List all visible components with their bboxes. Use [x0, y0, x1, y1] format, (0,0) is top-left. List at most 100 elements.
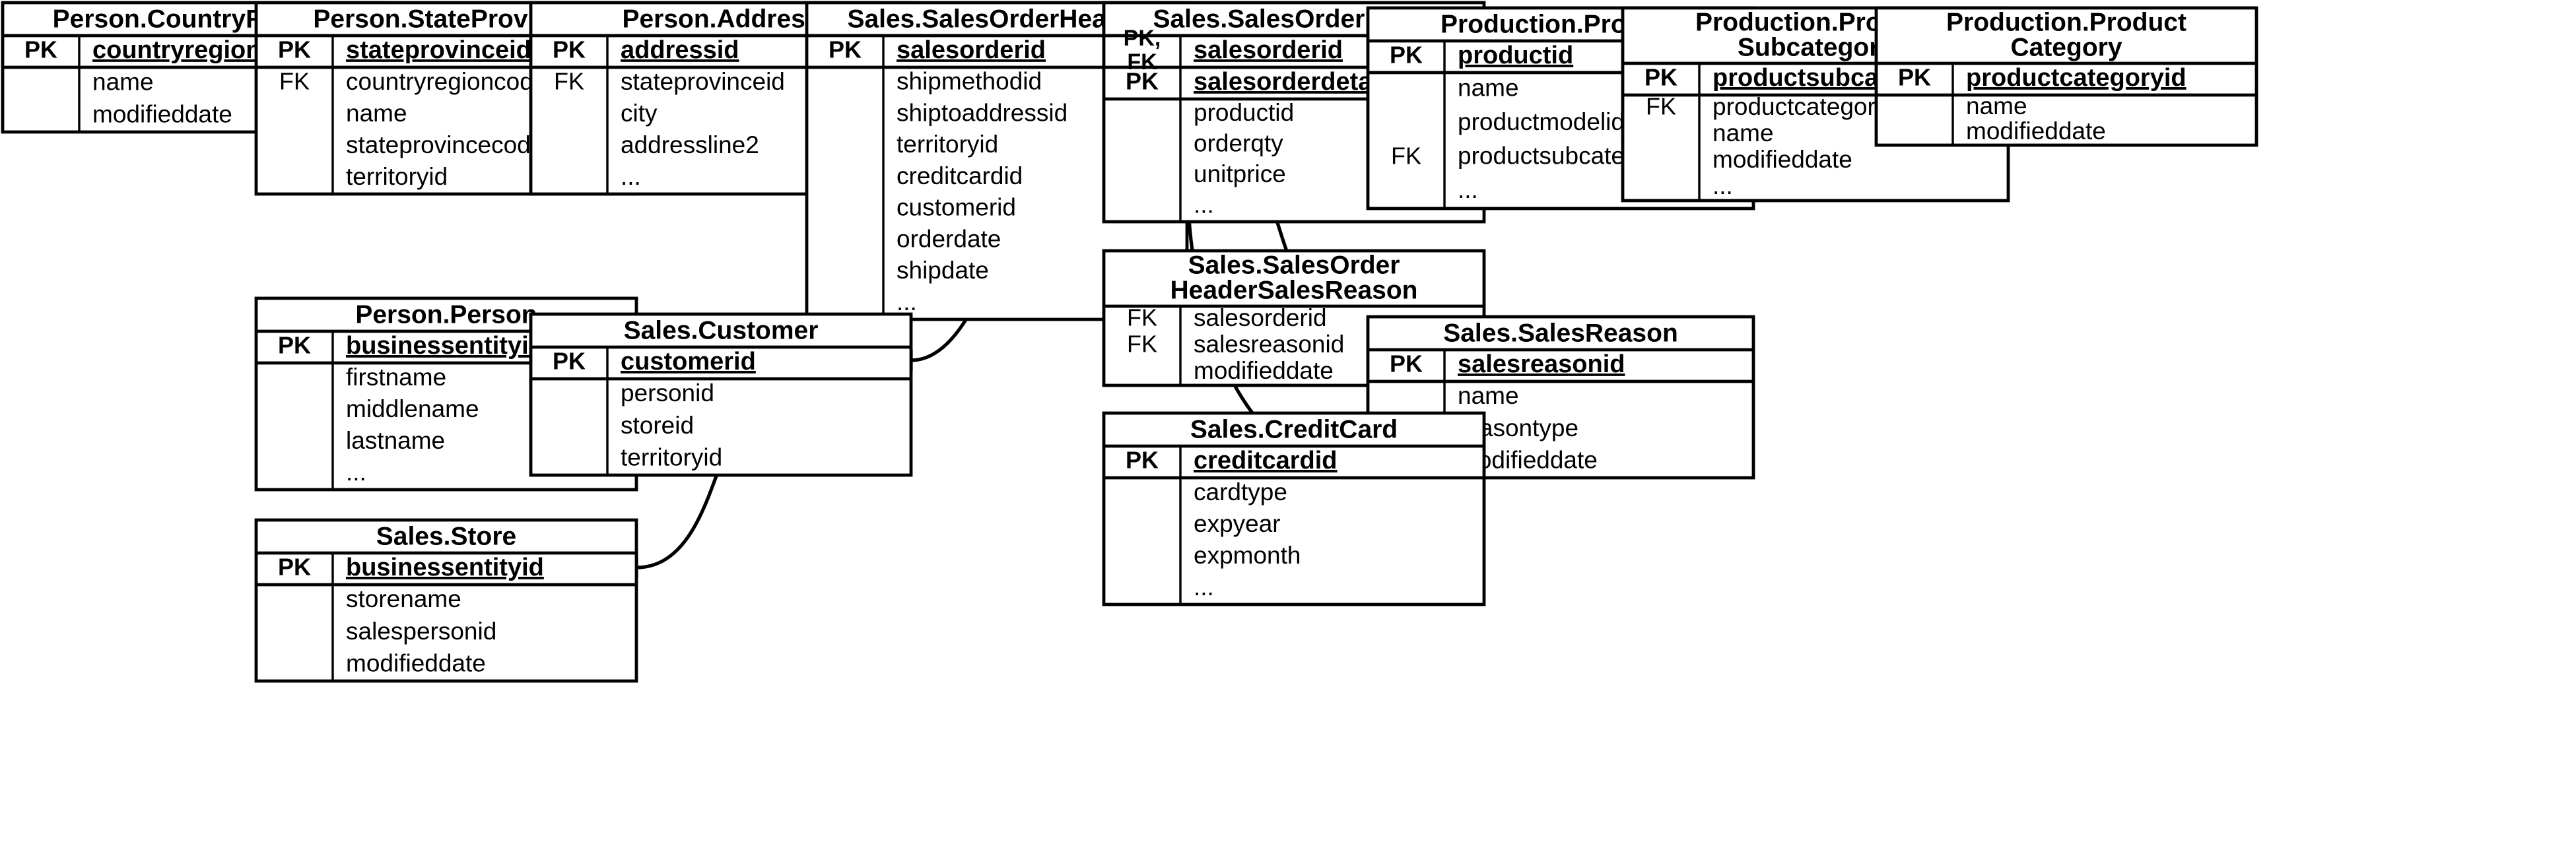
column-name: ...	[621, 163, 641, 190]
table-row-column: modifieddate	[92, 100, 232, 127]
key-badge-pk: PK,	[1124, 26, 1161, 51]
table-row-column: territoryid	[346, 163, 448, 190]
column-name: salesorderid	[1194, 304, 1327, 331]
table-title: Sales.SalesReason	[1443, 319, 1678, 347]
table-row-column: ...	[1712, 172, 1733, 199]
table-row-column: name	[1458, 382, 1519, 409]
table-row-column: FK productcategoryid	[1646, 93, 1907, 120]
column-name: territoryid	[897, 131, 998, 158]
column-name: name	[1458, 75, 1519, 102]
column-name: storename	[346, 585, 461, 612]
column-name: stateprovincecode	[346, 131, 544, 158]
table-row-column: FK salesorderid	[1127, 304, 1327, 331]
table-row-column: name	[92, 68, 154, 95]
column-name: name	[1712, 119, 1774, 146]
column-name: territoryid	[621, 443, 722, 471]
column-name: productcategoryid	[1712, 93, 1907, 120]
table-row-column: name	[1458, 75, 1519, 102]
column-name: name	[1966, 92, 2027, 119]
column-name: salesreasonid	[1458, 350, 1625, 378]
table-row-primary-key: PK salesreasonid	[1390, 350, 1625, 379]
table-row-column: personid	[621, 379, 714, 407]
table-title: Sales.SalesOrderHeader	[847, 5, 1146, 33]
column-name: businessentityid	[346, 554, 544, 581]
column-name: modifieddate	[1966, 117, 2106, 145]
key-badge-pk: PK	[1126, 447, 1159, 474]
column-name: productid	[1194, 99, 1294, 126]
table-title-line: Production.Product	[1946, 8, 2186, 36]
key-badge-pk: PK	[278, 332, 311, 359]
column-name: customerid	[621, 348, 756, 375]
table-row-column: ...	[346, 459, 366, 486]
table-row-column: customerid	[897, 194, 1016, 221]
table-row-column: lastname	[346, 427, 445, 454]
column-name: productcategoryid	[1966, 64, 2186, 92]
column-name: countryregioncode	[346, 68, 547, 95]
column-name: salesorderid	[897, 36, 1046, 64]
column-name: modifieddate	[1712, 146, 1852, 173]
key-badge-pk: PK	[1390, 42, 1423, 69]
table-row-column: shipmethodid	[897, 68, 1042, 95]
column-name: addressid	[621, 36, 739, 64]
column-name: name	[1458, 382, 1519, 409]
table-title-line: Sales.SalesOrder	[1188, 251, 1400, 279]
table-row-column: stateprovincecode	[346, 131, 544, 158]
table-row-column: shiptoaddressid	[897, 99, 1068, 126]
column-name: orderqty	[1194, 130, 1283, 157]
key-badge-pk: PK	[553, 348, 586, 375]
table-row-column: ...	[1194, 191, 1214, 218]
column-name: customerid	[897, 194, 1016, 221]
key-badge-pk: PK	[829, 36, 862, 63]
column-name: ...	[897, 288, 917, 315]
column-name: addressline2	[621, 131, 759, 158]
table-row-primary-key: PK productid	[1390, 42, 1573, 70]
table-row-column: modifieddate	[1712, 146, 1852, 173]
table-row-column: cardtype	[1194, 478, 1287, 505]
table-title: Sales.Store	[376, 522, 516, 550]
key-badge-pk: PK	[278, 554, 311, 581]
table-row-column: name	[1966, 92, 2027, 119]
table-row-column: ...	[1458, 176, 1478, 203]
column-name: territoryid	[346, 163, 448, 190]
column-name: ...	[346, 459, 366, 486]
column-name: storeid	[621, 412, 694, 439]
table-row-column: ...	[897, 288, 917, 315]
table-row-column: creditcardid	[897, 162, 1023, 189]
key-badge-pk: PK	[1126, 68, 1159, 95]
key-badge-fk: FK	[1127, 331, 1157, 358]
table-row-column: storeid	[621, 412, 694, 439]
key-badge-fk: FK	[1646, 93, 1676, 120]
column-name: personid	[621, 379, 714, 407]
table-row-column: storename	[346, 585, 461, 612]
key-badge-fk: FK	[1127, 304, 1157, 331]
key-badge-fk: FK	[1127, 49, 1157, 75]
table-row-primary-key: PK businessentityid	[278, 554, 544, 582]
key-badge-pk: PK	[278, 36, 311, 63]
column-name: name	[92, 68, 154, 95]
column-name: ...	[1194, 573, 1214, 601]
table-row-column: territoryid	[897, 131, 998, 158]
table-row-column: ...	[621, 163, 641, 190]
table-row-column: city	[621, 100, 658, 127]
column-name: productid	[1458, 42, 1573, 69]
key-badge-pk: PK	[1390, 350, 1423, 377]
column-name: modifieddate	[346, 649, 486, 676]
column-name: name	[346, 100, 407, 127]
table-title: Person.Address	[622, 5, 819, 33]
column-name: shiptoaddressid	[897, 99, 1068, 126]
column-name: ...	[1712, 172, 1733, 199]
column-name: salesorderid	[1194, 36, 1343, 64]
table-title: Person.Person	[355, 300, 537, 329]
column-name: stateprovinceid	[621, 68, 785, 95]
